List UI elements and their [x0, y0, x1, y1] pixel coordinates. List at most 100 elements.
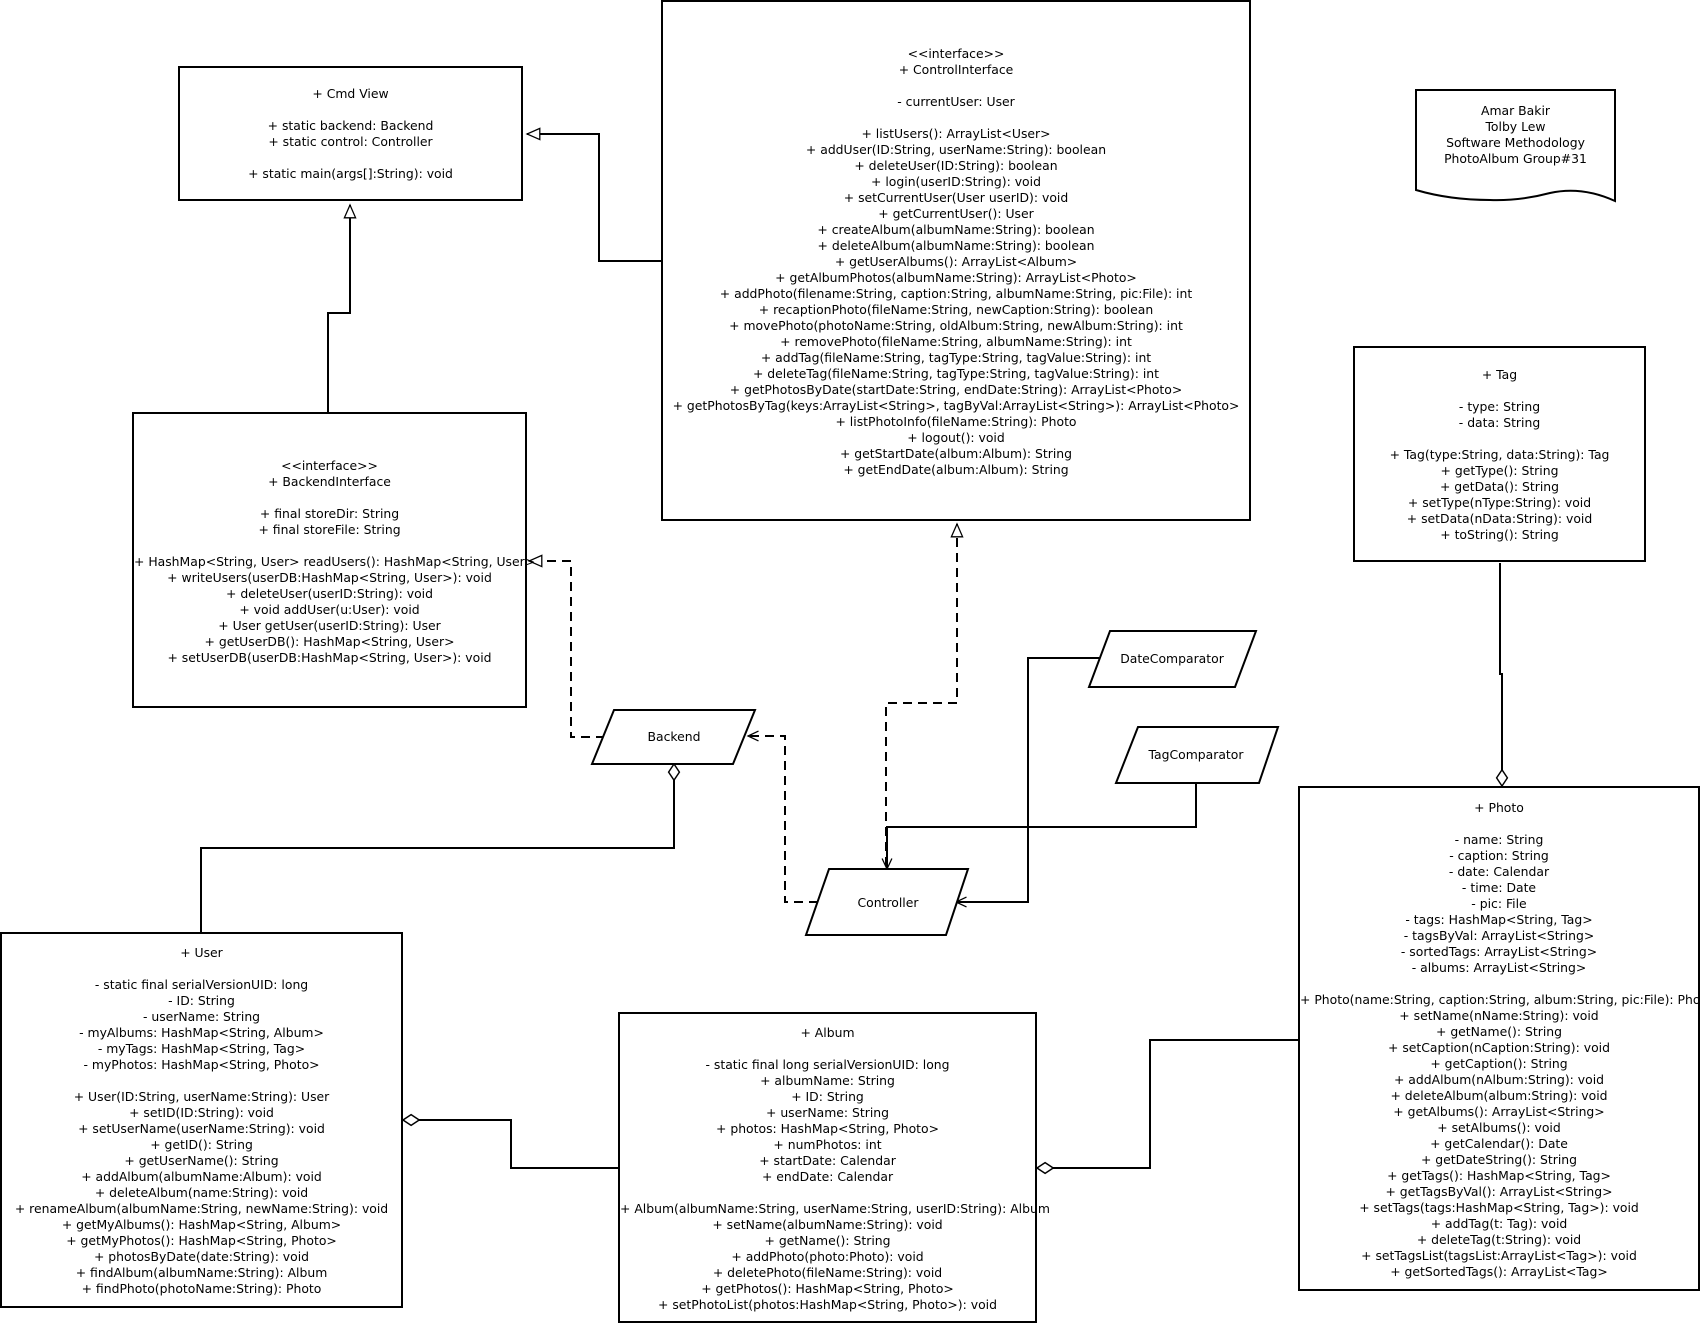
class-member-line: - sortedTags: ArrayList<String>: [1400, 944, 1598, 959]
tagcomparator-label: TagComparator: [1148, 747, 1244, 762]
class-member-line: - time: Date: [1461, 880, 1537, 895]
controller-shape: [804, 868, 970, 936]
class-member-line: + getStartDate(album:Album): String: [839, 446, 1073, 461]
class-member-line: - data: String: [1458, 415, 1541, 430]
class-member-line: - static final long serialVersionUID: lo…: [705, 1057, 950, 1072]
class-member-line: + getUserAlbums(): ArrayList<Album>: [834, 254, 1078, 269]
backend-shape: [590, 709, 757, 765]
class-member-line: + numPhotos: int: [773, 1137, 882, 1152]
class-member-line: - userName: String: [142, 1009, 261, 1024]
class-member-line: - caption: String: [1449, 848, 1549, 863]
class-member-line: + getCurrentUser(): User: [878, 206, 1034, 221]
class-member-line: + User getUser(userID:String): User: [218, 618, 441, 633]
class-member-line: - static final serialVersionUID: long: [94, 977, 309, 992]
class-member-line: + deleteAlbum(albumName:String): boolean: [817, 238, 1095, 253]
class-member-line: + setCaption(nCaption:String): void: [1388, 1040, 1610, 1055]
class-member-line: + getPhotosByDate(startDate:String, endD…: [729, 382, 1183, 397]
class-member-line: + toString(): String: [1440, 527, 1559, 542]
class-member-line: + static main(args[]:String): void: [248, 166, 453, 181]
class-member-line: + setName(albumName:String): void: [712, 1217, 943, 1232]
edge-controller-controlinterface: [885, 522, 964, 866]
author-note-line: Amar Bakir: [1481, 103, 1550, 118]
class-member-line: + setTagsList(tagsList:ArrayList<Tag>): …: [1361, 1248, 1637, 1263]
edge-tag-photo: [1500, 563, 1502, 786]
class-member-line: + endDate: Calendar: [761, 1169, 894, 1184]
class-member-line: + listUsers(): ArrayList<User>: [861, 126, 1051, 141]
class-member-line: + final storeFile: String: [258, 522, 401, 537]
class-member-line: + movePhoto(photoName:String, oldAlbum:S…: [729, 318, 1183, 333]
class-member-line: + addAlbum(albumName:Album): void: [81, 1169, 322, 1184]
class-member-line: + addPhoto(filename:String, caption:Stri…: [719, 286, 1193, 301]
class-member-line: + deleteAlbum(name:String): void: [94, 1185, 309, 1200]
class-member-line: + setName(nName:String): void: [1399, 1008, 1599, 1023]
control-interface-class: <<interface>>+ ControlInterface - current…: [661, 0, 1251, 521]
spacer: [620, 1041, 1035, 1057]
class-member-line: + deleteUser(userID:String): void: [226, 586, 433, 601]
class-member-line: + getTagsByVal(): ArrayList<String>: [1385, 1184, 1613, 1199]
author-note-line: PhotoAlbum Group#31: [1444, 151, 1587, 166]
class-member-line: - ID: String: [168, 993, 235, 1008]
class-member-line: + static backend: Backend: [267, 118, 434, 133]
class-member-line: - myPhotos: HashMap<String, Photo>: [83, 1057, 320, 1072]
class-member-line: + renameAlbum(albumName:String, newName:…: [14, 1201, 389, 1216]
class-member-line: + setData(nData:String): void: [1406, 511, 1593, 526]
class-member-line: + getMyAlbums(): HashMap<String, Album>: [61, 1217, 342, 1232]
album-class: + Album- static final long serialVersion…: [618, 1012, 1050, 1323]
controller-label: Controller: [857, 895, 919, 910]
spacer: [1300, 976, 1698, 992]
class-member-line: + getTags(): HashMap<String, Tag>: [1387, 1168, 1611, 1183]
class-member-line: + deleteAlbum(album:String): void: [1390, 1088, 1608, 1103]
class-header-line: + ControlInterface: [898, 62, 1014, 77]
class-member-line: + getUserDB(): HashMap<String, User>: [204, 634, 455, 649]
class-member-line: + deleteTag(t:String): void: [1416, 1232, 1582, 1247]
class-member-line: + deleteTag(fileName:String, tagType:Str…: [752, 366, 1160, 381]
class-member-line: + getType(): String: [1440, 463, 1559, 478]
class-member-line: + findPhoto(photoName:String): Photo: [81, 1281, 322, 1296]
class-member-line: + getID(): String: [150, 1137, 253, 1152]
class-member-line: + setTags(tags:HashMap<String, Tag>): vo…: [1359, 1200, 1639, 1215]
class-member-line: + photos: HashMap<String, Photo>: [716, 1121, 939, 1136]
class-member-line: + findAlbum(albumName:String): Album: [75, 1265, 328, 1280]
class-member-line: + getName(): String: [1436, 1024, 1562, 1039]
photo-class: + Photo- name: String- caption: String- …: [1298, 786, 1700, 1291]
class-member-line: + addUser(ID:String, userName:String): b…: [805, 142, 1107, 157]
class-member-line: + getDateString(): String: [1420, 1152, 1578, 1167]
datecomparator-shape: [1087, 630, 1258, 688]
edge-controller-backend: [748, 736, 818, 903]
class-member-line: + getEndDate(album:Album): String: [843, 462, 1069, 477]
class-header-line: + Photo: [1474, 800, 1524, 815]
class-member-line: + addAlbum(nAlbum:String): void: [1393, 1072, 1605, 1087]
class-header-line: <<interface>>: [907, 46, 1005, 61]
class-member-line: + getPhotosByTag(keys:ArrayList<String>,…: [672, 398, 1240, 413]
class-member-line: - type: String: [1458, 399, 1541, 414]
class-member-line: + setID(ID:String): void: [129, 1105, 274, 1120]
class-member-line: + recaptionPhoto(fileName:String, newCap…: [758, 302, 1154, 317]
spacer: [180, 150, 521, 166]
author-note-line: Tolby Lew: [1485, 119, 1546, 134]
spacer: [663, 110, 1249, 126]
class-member-line: - pic: File: [1471, 896, 1527, 911]
class-member-line: + getMyPhotos(): HashMap<String, Photo>: [66, 1233, 337, 1248]
class-member-line: + createAlbum(albumName:String): boolean: [817, 222, 1095, 237]
spacer: [663, 78, 1249, 94]
class-member-line: + albumName: String: [760, 1073, 895, 1088]
class-member-line: + Photo(name:String, caption:String, alb…: [1300, 992, 1700, 1007]
spacer: [2, 1073, 401, 1089]
class-member-line: + final storeDir: String: [259, 506, 400, 521]
class-member-line: + Tag(type:String, data:String): Tag: [1389, 447, 1610, 462]
spacer: [180, 102, 521, 118]
datecomparator-label: DateComparator: [1120, 651, 1224, 666]
class-header-line: <<interface>>: [281, 458, 378, 473]
class-member-line: + setCurrentUser(User userID): void: [843, 190, 1069, 205]
class-member-line: - currentUser: User: [897, 94, 1015, 109]
author-note-line: Software Methodology: [1446, 135, 1585, 150]
class-member-line: + deletePhoto(fileName:String): void: [712, 1265, 943, 1280]
backend-interface-class: <<interface>>+ BackendInterface + final s…: [132, 412, 535, 708]
edge-backend-backendinterface: [527, 554, 605, 738]
class-header-line: + BackendInterface: [268, 474, 391, 489]
class-member-line: + ID: String: [791, 1089, 864, 1104]
class-member-line: + getAlbums(): ArrayList<String>: [1393, 1104, 1605, 1119]
class-member-line: - myAlbums: HashMap<String, Album>: [79, 1025, 324, 1040]
class-member-line: + deleteUser(ID:String): boolean: [854, 158, 1058, 173]
class-member-line: + Album(albumName:String, userName:Strin…: [620, 1201, 1050, 1216]
